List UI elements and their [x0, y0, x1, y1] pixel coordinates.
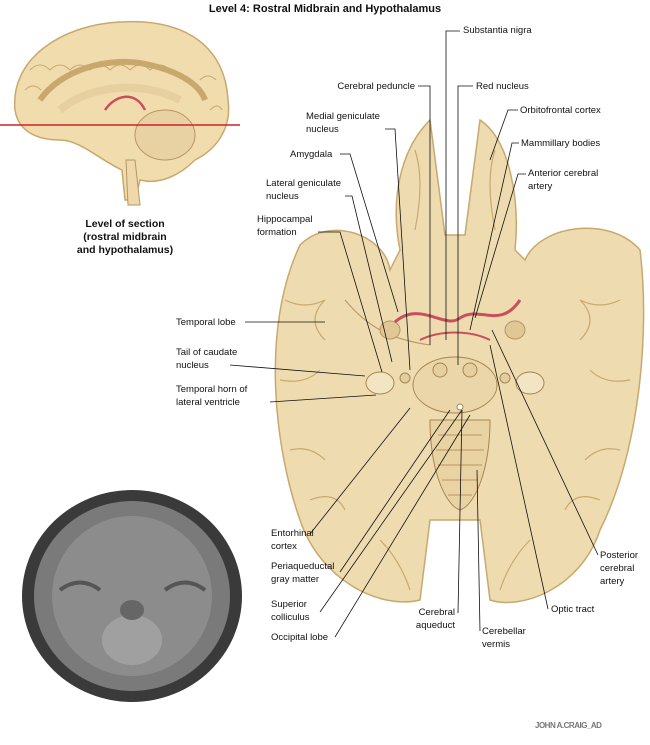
leader-line: [445, 30, 460, 340]
leader-line: [339, 409, 451, 573]
label-lateral-geniculate: Lateral geniculate nucleus: [266, 178, 341, 202]
label-optic-tract: Optic tract: [551, 604, 595, 615]
leader-line: [457, 409, 463, 614]
label-occipital-lobe: Occipital lobe: [271, 632, 329, 643]
leader-line: [457, 85, 473, 365]
leader-line: [476, 469, 481, 632]
leader-line: [340, 153, 399, 313]
leader-line: [229, 364, 366, 377]
label-cerebral-peduncle: Cerebral peduncle: [337, 81, 415, 92]
leader-line: [469, 142, 519, 331]
section-caption: Level of section (rostral midbrain and h…: [76, 218, 174, 256]
leader-line: [489, 344, 549, 610]
label-mammillary-bodies: Mammillary bodies: [521, 138, 601, 149]
label-cerebral-aqueduct: Cerebral aqueduct: [415, 607, 455, 631]
sagittal-brain-image: [14, 20, 230, 206]
axial-section-image: [274, 118, 645, 604]
label-temporal-lobe: Temporal lobe: [176, 317, 236, 328]
leader-line: [345, 195, 393, 363]
label-superior-colliculus: Superior colliculus: [271, 599, 310, 623]
artist-signature: JOHN A.CRAIG_AD: [535, 721, 602, 730]
label-cerebellar-vermis: Cerebellar vermis: [482, 626, 526, 650]
leader-line: [319, 409, 463, 613]
label-posterior-cerebral-artery: Posterior cerebral artery: [600, 550, 639, 587]
leader-line: [489, 109, 518, 161]
label-anterior-cerebral-artery: Anterior cerebral artery: [528, 168, 599, 192]
label-red-nucleus: Red nucleus: [476, 81, 529, 92]
label-orbitofrontal-cortex: Orbitofrontal cortex: [520, 105, 601, 116]
label-temporal-horn: Temporal horn of lateral ventricle: [176, 384, 248, 408]
leader-lines: [229, 30, 599, 638]
label-periaqueductal-gray: Periaqueductal gray matter: [271, 561, 335, 585]
figure-title: Level 4: Rostral Midbrain and Hypothalam…: [208, 3, 442, 15]
leader-line: [269, 394, 377, 403]
label-medial-geniculate: Medial geniculate nucleus: [306, 111, 380, 135]
label-tail-of-caudate: Tail of caudate nucleus: [176, 347, 238, 371]
label-hippocampal-formation: Hippocampal formation: [257, 214, 313, 238]
mri-image: [20, 490, 248, 702]
leader-line: [491, 329, 599, 556]
leader-line: [418, 85, 431, 345]
label-amygdala: Amygdala: [290, 149, 333, 160]
label-entorhinal-cortex: Entorhinal cortex: [271, 528, 314, 552]
leader-line: [385, 128, 411, 371]
label-substantia-nigra: Substantia nigra: [463, 25, 532, 36]
leader-line: [474, 173, 526, 319]
leader-line: [309, 407, 411, 535]
leader-line: [334, 414, 471, 638]
leader-line: [318, 231, 383, 373]
